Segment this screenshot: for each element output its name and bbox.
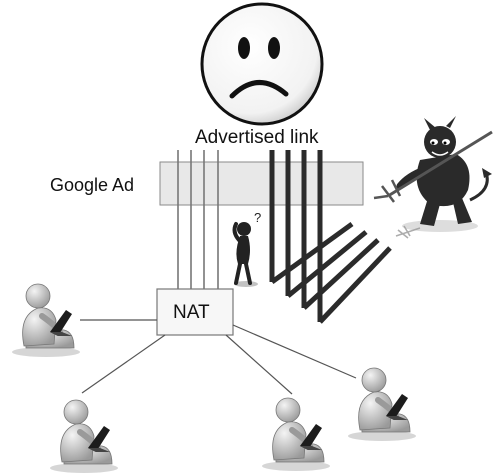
thin-link-lines	[177, 150, 219, 290]
nat-label: NAT	[173, 302, 210, 323]
laptop-user-icon	[348, 368, 416, 441]
google-ad-box	[159, 161, 364, 206]
laptop-user-icon	[50, 400, 118, 473]
laptop-user-icon	[12, 284, 80, 357]
google-ad-label: Google Ad	[50, 175, 135, 195]
nat-connections	[80, 319, 357, 395]
nat-box	[156, 288, 234, 336]
confused-person-icon: ?	[232, 210, 261, 287]
advertised-link-label: Advertised link	[193, 127, 321, 149]
devil-with-trident-icon	[373, 116, 493, 239]
question-mark: ?	[254, 210, 261, 225]
laptop-user-icon	[262, 398, 330, 471]
attack-lines-diagonal	[270, 221, 392, 324]
sad-face-icon	[200, 2, 324, 126]
